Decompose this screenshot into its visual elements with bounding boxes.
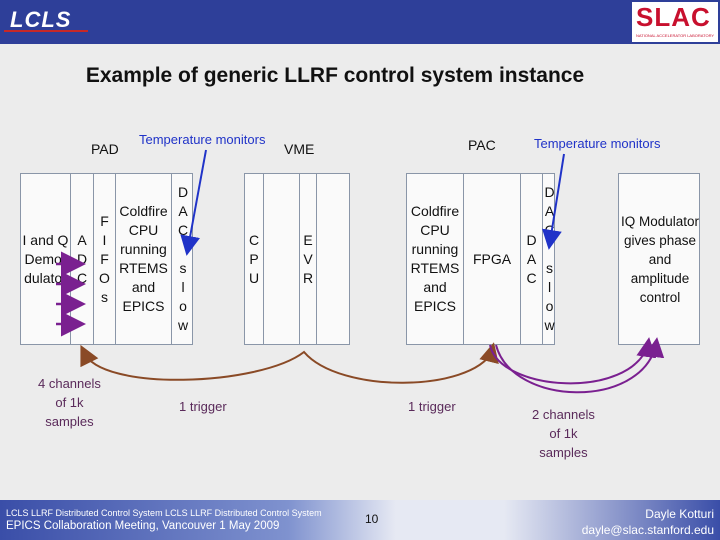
temp-monitors-right-label: Temperature monitors xyxy=(534,136,661,151)
footer-bar xyxy=(0,500,720,540)
page-number: 10 xyxy=(365,512,379,526)
trigger-arrow-left xyxy=(80,344,99,368)
iq-modulator-text: IQ Modulator gives phase and amplitude c… xyxy=(620,213,700,305)
two-channels-label: 2 channels of 1k samples xyxy=(532,407,595,460)
trigger-curve xyxy=(83,350,493,384)
pad-cell-dac-slow: D A C s l o w xyxy=(177,184,189,333)
pac-cell-dac: D A C xyxy=(521,174,543,344)
footer-author: Dayle Kotturi xyxy=(645,507,714,521)
slide-title: Example of generic LLRF control system i… xyxy=(85,64,585,87)
pac-box: Coldfire CPU running RTEMS and EPICS FPG… xyxy=(406,173,555,345)
four-channels-label: 4 channels of 1k samples xyxy=(38,376,101,429)
temp-left-arrow xyxy=(180,149,207,256)
temp-monitors-left-label: Temperature monitors xyxy=(139,132,266,147)
vme-box: C P U E V R xyxy=(244,173,350,345)
channel-arrow-2 xyxy=(644,337,665,359)
channel-arrow-1 xyxy=(636,337,657,359)
vme-cell-slot xyxy=(264,174,300,344)
trigger-right-label: 1 trigger xyxy=(408,399,456,414)
slac-logo-subtitle: NATIONAL ACCELERATOR LABORATORY xyxy=(636,33,715,38)
pac-cell-fpga: FPGA xyxy=(464,174,521,344)
vme-cell-evr: E V R xyxy=(300,174,317,344)
trigger-left-label: 1 trigger xyxy=(179,399,227,414)
pad-cell-coldfire-cpu: Coldfire CPU running RTEMS and EPICS xyxy=(116,174,172,344)
vme-label: VME xyxy=(284,141,315,157)
lcls-logo: LCLS xyxy=(10,7,72,32)
slac-logo: SLAC xyxy=(636,2,711,32)
vme-cell-cpu: C P U xyxy=(245,174,264,344)
lcls-logo-rule xyxy=(4,30,88,32)
footer-line-1: LCLS LLRF Distributed Control System LCL… xyxy=(6,508,322,518)
pad-box: I and Q Demo- dulator A D C F I F O s Co… xyxy=(20,173,193,345)
channel-curve-2 xyxy=(495,344,657,394)
header-bar: LCLS SLAC NATIONAL ACCELERATOR LABORATOR… xyxy=(0,0,720,44)
slac-logo-box: SLAC NATIONAL ACCELERATOR LABORATORY xyxy=(632,2,718,42)
footer-line-2: EPICS Collaboration Meeting, Vancouver 1… xyxy=(6,520,280,532)
footer-author-block: Dayle Kotturi dayle@slac.stanford.edu xyxy=(582,506,714,538)
pad-label: PAD xyxy=(91,141,119,157)
channel-curve-1 xyxy=(489,344,649,385)
temp-right-arrow xyxy=(542,153,565,250)
pac-cell-coldfire-cpu: Coldfire CPU running RTEMS and EPICS xyxy=(407,174,464,344)
pac-label: PAC xyxy=(468,137,496,153)
pad-cell-fifos: F I F O s xyxy=(94,174,116,344)
footer-email: dayle@slac.stanford.edu xyxy=(581,523,714,537)
